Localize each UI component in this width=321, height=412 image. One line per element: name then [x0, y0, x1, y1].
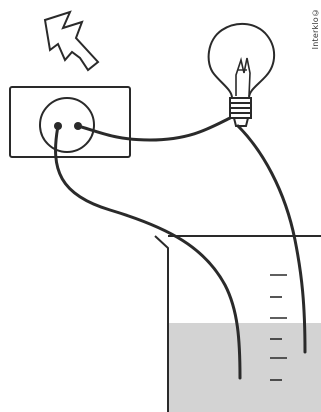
light-bulb-icon	[207, 23, 276, 127]
liquid	[168, 323, 321, 412]
beaker-graduations	[270, 274, 287, 381]
wire-bulb-to-beaker	[236, 124, 307, 354]
socket-icon	[39, 97, 95, 153]
lightning-bolt-icon	[43, 10, 100, 72]
bulb-filament	[235, 57, 251, 97]
wire-socket-to-beaker	[54, 124, 242, 380]
bulb-tip	[233, 117, 249, 127]
watermark-text: Interklo©	[311, 8, 320, 50]
wire-socket-to-bulb	[76, 116, 232, 142]
